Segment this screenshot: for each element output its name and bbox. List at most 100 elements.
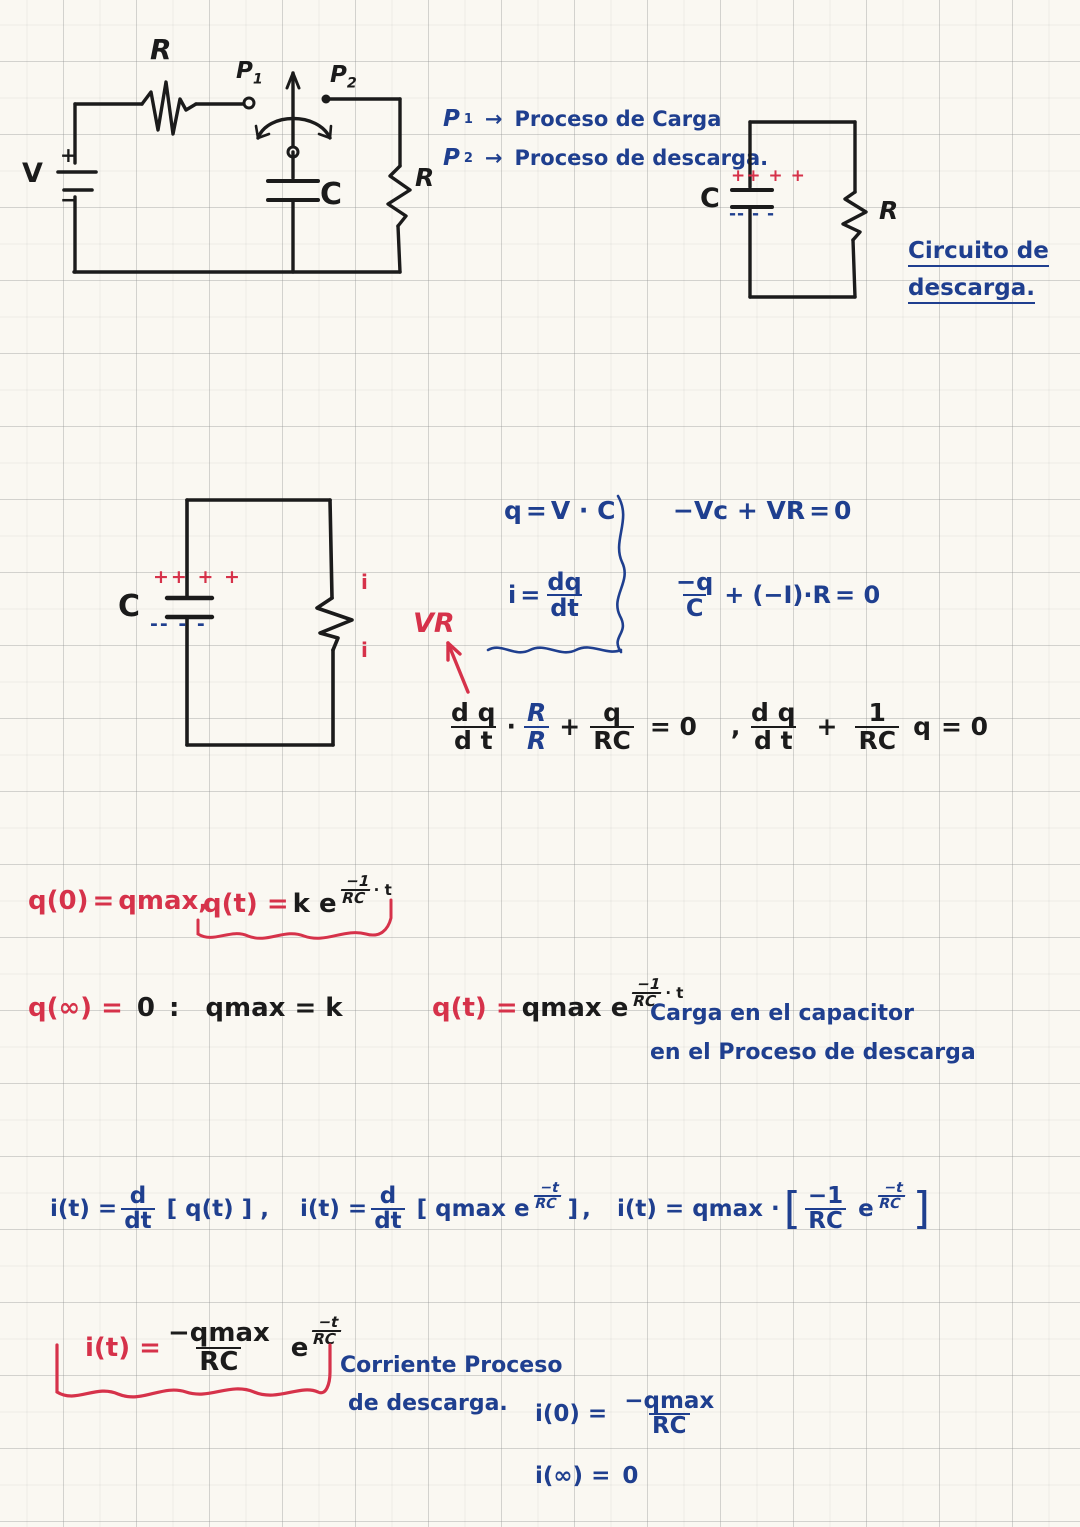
general-solution: q(t) = k e −1 RC · t bbox=[203, 872, 392, 921]
current-result-equation: i(t) = −qmax RC e −t RC bbox=[85, 1313, 342, 1375]
general-solution-lhs: q(t) = bbox=[203, 889, 289, 920]
step2-dt-denominator: dt bbox=[371, 1208, 405, 1233]
limit-zero: 0 bbox=[136, 993, 155, 1023]
current-at-zero-lhs: i(0) = bbox=[535, 1400, 608, 1427]
eq-i-lhs: i bbox=[508, 581, 517, 610]
step3-bracket-open: [ bbox=[783, 1183, 801, 1235]
discharge-small-caption-line1: Circuito de bbox=[908, 240, 1049, 267]
current-result-fraction: −qmax RC bbox=[165, 1320, 273, 1375]
rc-denominator-right: RC bbox=[855, 725, 900, 754]
switch-contact-p2-label: P2 bbox=[330, 64, 357, 91]
eq-i-equals: = bbox=[520, 581, 541, 610]
ode-right: d q d t + 1 RC q = 0 bbox=[748, 700, 988, 753]
c-denominator: C bbox=[682, 594, 707, 621]
initial-condition: q(0) = qmax, bbox=[28, 888, 208, 914]
legend-p2-symbol: P bbox=[443, 145, 460, 171]
dq-dt-fraction-left: d q d t bbox=[448, 700, 499, 753]
initial-condition-equals: = bbox=[92, 886, 115, 916]
ohm-plus-sign: + bbox=[724, 581, 745, 610]
current-derivation-step1: i(t) = d dt [ q(t) ] , bbox=[50, 1184, 269, 1234]
limit-lhs: q(∞) = bbox=[28, 993, 123, 1023]
p1-symbol: P bbox=[236, 58, 253, 84]
equation-q-vc: q = V · C bbox=[504, 498, 615, 523]
eq-q-rhs: V · C bbox=[550, 496, 616, 525]
equation-ohm-substitution: −q C + (−I)·R = 0 bbox=[673, 570, 880, 621]
eq-q-equals: = bbox=[525, 496, 547, 525]
ode-left-dot: · bbox=[506, 712, 517, 741]
dq-dt-fraction: dq dt bbox=[544, 570, 584, 621]
current-note-line2: de descarga. bbox=[348, 1391, 508, 1416]
final-exponent-time: · t bbox=[665, 983, 684, 1002]
p1-subscript: 1 bbox=[252, 71, 263, 88]
ohm-term: (−I)·R bbox=[752, 581, 831, 610]
step3-minus-one-numerator: −1 bbox=[807, 1183, 844, 1209]
final-solution-lhs: q(t) = bbox=[432, 993, 518, 1024]
final-charge-solution: q(t) = qmax e −1 RC · t bbox=[432, 975, 683, 1025]
r-denominator: R bbox=[524, 725, 550, 754]
step1-dt-denominator: dt bbox=[121, 1208, 155, 1233]
limit-colon: : bbox=[168, 993, 180, 1023]
one-over-rc-fraction: 1 RC bbox=[855, 700, 900, 754]
kvl-lhs: −Vc + VR bbox=[673, 496, 806, 525]
kvl-rhs: 0 bbox=[834, 496, 852, 525]
discharge-big-minus-charges: -- - - bbox=[150, 613, 207, 635]
dq-numerator: dq bbox=[547, 568, 582, 596]
ohm-equals-zero: = 0 bbox=[834, 581, 881, 610]
equation-i-dqdt: i = dq dt bbox=[508, 570, 585, 621]
dt-denominator-left: d t bbox=[450, 725, 496, 754]
step3-minus-one-over-rc-fraction: −1 RC bbox=[805, 1183, 846, 1234]
current-at-infinity-lhs: i(∞) = bbox=[535, 1463, 611, 1489]
current-result-numerator: −qmax bbox=[167, 1318, 270, 1348]
step1-ddt-fraction: d dt bbox=[121, 1184, 155, 1234]
discharge-small-minus-charges: -- - - bbox=[729, 204, 776, 224]
ode-right-plus: + bbox=[816, 712, 838, 741]
discharge-small-resistor-label: R bbox=[879, 196, 899, 225]
step3-e: e bbox=[858, 1195, 874, 1222]
vr-label: VR bbox=[413, 608, 455, 639]
general-exponent-time: · t bbox=[373, 880, 392, 899]
discharge-small-plus-charges: ++ + + bbox=[731, 166, 806, 186]
step3-bracket-close: ] bbox=[912, 1183, 931, 1235]
limit-condition: q(∞) = 0 : qmax = k bbox=[28, 995, 343, 1021]
current-at-infinity-rhs: 0 bbox=[622, 1463, 639, 1489]
rc-denominator: RC bbox=[590, 725, 634, 754]
step2-d-numerator: d bbox=[379, 1183, 397, 1209]
current-at-zero-fraction: −qmax RC bbox=[621, 1389, 717, 1439]
legend-p2-arrow-icon: → bbox=[484, 146, 503, 170]
ode-comma: , bbox=[730, 712, 741, 741]
current-derivation-step3: i(t) = qmax · [ −1 RC e −t RC ] bbox=[617, 1180, 931, 1235]
ode-left: d q d t · R R + q RC = 0 , bbox=[448, 700, 740, 753]
step3-rc-denominator: RC bbox=[805, 1208, 846, 1233]
discharge-small-caption-line2: descarga. bbox=[908, 277, 1035, 304]
current-result-denominator: RC bbox=[196, 1346, 242, 1376]
general-solution-rhs: k e bbox=[292, 889, 337, 920]
dt-denominator: dt bbox=[547, 594, 582, 621]
dq-numerator-right: d q bbox=[751, 698, 796, 727]
charge-note-line1: Carga en el capacitor bbox=[650, 1001, 914, 1026]
step2-bracket-close: ] bbox=[567, 1195, 579, 1222]
step1-bracket: [ q(t) ] bbox=[166, 1195, 253, 1222]
discharge-small-capacitor-label: C bbox=[700, 183, 720, 214]
ode-right-equals: = 0 bbox=[940, 712, 989, 741]
current-result-e: e bbox=[290, 1332, 309, 1363]
limit-rhs: qmax = k bbox=[205, 993, 343, 1023]
discharge-big-plus-charges: ++ + + bbox=[153, 566, 242, 588]
p2-subscript: 2 bbox=[346, 75, 357, 92]
initial-condition-rhs: qmax, bbox=[118, 886, 209, 916]
switch-contact-p1-label: P1 bbox=[236, 60, 263, 87]
step2-ddt-fraction: d dt bbox=[371, 1183, 405, 1234]
discharge-big-capacitor-label: C bbox=[118, 589, 141, 624]
ode-right-q: q bbox=[913, 712, 931, 741]
q-over-rc-fraction: q RC bbox=[590, 700, 634, 753]
minus-q-numerator: −q bbox=[676, 568, 714, 596]
ode-left-equals: = 0 bbox=[649, 712, 697, 741]
kvl-equals: = bbox=[809, 496, 831, 525]
step1-comma: , bbox=[260, 1195, 269, 1222]
